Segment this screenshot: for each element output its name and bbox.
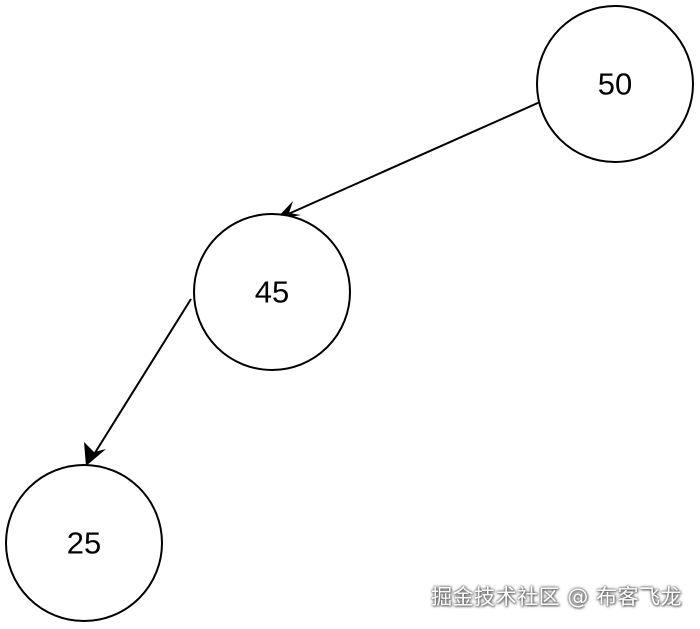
node-circle (5, 464, 163, 622)
tree-node-50: 50 (536, 5, 694, 163)
watermark: 掘金技术社区 @ 布客飞龙 (431, 585, 682, 609)
edge-45-to-25 (84, 298, 192, 466)
tree-node-25: 25 (5, 464, 163, 622)
edge-line (92, 298, 192, 457)
tree-node-45: 45 (193, 213, 351, 371)
edge-line (285, 101, 541, 216)
edge-50-to-45 (275, 101, 541, 220)
node-circle (536, 5, 694, 163)
node-label: 25 (67, 526, 101, 561)
node-label: 50 (598, 67, 632, 102)
node-label: 45 (255, 275, 289, 310)
arrow-head (84, 442, 106, 466)
node-circle (193, 213, 351, 371)
